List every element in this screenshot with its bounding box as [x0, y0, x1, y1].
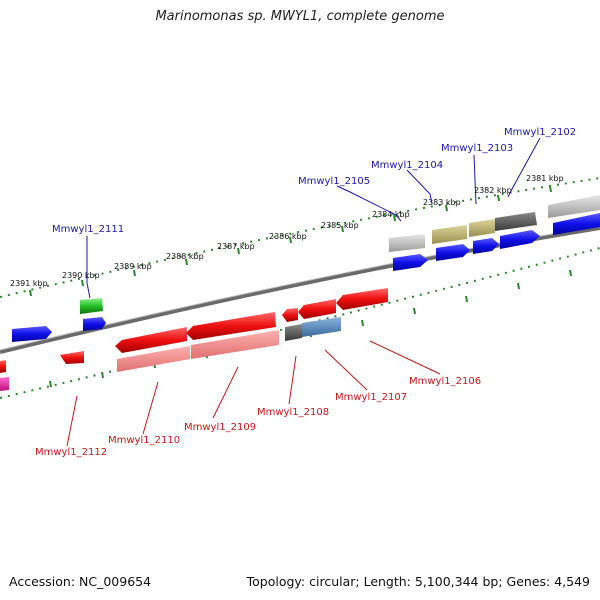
gene-arrow[interactable]: [393, 254, 428, 271]
gene-arrow[interactable]: [389, 234, 425, 252]
gene-arrow[interactable]: [285, 324, 302, 341]
gene-arrow[interactable]: [548, 195, 600, 218]
gene-arrow[interactable]: [117, 346, 190, 372]
kbp-label: 2389 kbp: [114, 262, 152, 271]
gene-arrow[interactable]: [0, 360, 6, 373]
plus-callouts: [86, 137, 541, 299]
gene-arrow[interactable]: [282, 308, 298, 322]
gene-arrow[interactable]: [115, 327, 187, 353]
gene-arrow[interactable]: [436, 244, 470, 261]
gene-arrow[interactable]: [298, 299, 336, 319]
kbp-label: 2390 kbp: [62, 271, 100, 280]
plus-gene-labels: Mmwyl1_2111 Mmwyl1_2105 Mmwyl1_2104 Mmwy…: [52, 127, 576, 235]
gene-arrow[interactable]: [495, 212, 537, 231]
gene-arrow[interactable]: [80, 298, 103, 314]
gene-arrow[interactable]: [469, 219, 495, 237]
major-ticks: [29, 185, 572, 388]
gene-arrow[interactable]: [83, 317, 106, 331]
gene-label[interactable]: Mmwyl1_2102: [504, 127, 576, 138]
gene-arrow[interactable]: [336, 288, 388, 310]
gene-arrow[interactable]: [60, 351, 84, 364]
minus-strand-genes: [0, 288, 388, 391]
genome-stats-text: Topology: circular; Length: 5,100,344 bp…: [246, 574, 590, 589]
gene-label[interactable]: Mmwyl1_2106: [409, 376, 481, 387]
minus-callouts: [66, 340, 441, 447]
gene-label[interactable]: Mmwyl1_2109: [184, 422, 256, 433]
kbp-label: 2387 kbp: [217, 242, 255, 251]
gene-label[interactable]: Mmwyl1_2107: [335, 392, 407, 403]
gene-arrow[interactable]: [186, 312, 276, 340]
map-title: Marinomonas sp. MWYL1, complete genome: [155, 9, 445, 24]
kbp-label: 2381 kbp: [526, 174, 564, 183]
gene-arrow[interactable]: [302, 317, 341, 337]
gene-label[interactable]: Mmwyl1_2103: [441, 143, 513, 154]
gene-label[interactable]: Mmwyl1_2111: [52, 224, 124, 235]
kbp-label: 2385 kbp: [321, 221, 359, 230]
gene-label[interactable]: Mmwyl1_2105: [298, 176, 370, 187]
gene-label[interactable]: Mmwyl1_2104: [371, 160, 443, 171]
kbp-label: 2383 kbp: [423, 198, 461, 207]
plus-strand-genes: [12, 195, 600, 342]
kbp-labels: 2391 kbp 2390 kbp 2389 kbp 2388 kbp 2387…: [10, 174, 564, 288]
gene-label[interactable]: Mmwyl1_2108: [257, 407, 329, 418]
gene-arrow[interactable]: [432, 225, 467, 244]
gene-arrow[interactable]: [500, 230, 540, 249]
kbp-label: 2382 kbp: [474, 186, 512, 195]
kbp-label: 2386 kbp: [269, 232, 307, 241]
gene-arrow[interactable]: [0, 377, 9, 391]
gene-label[interactable]: Mmwyl1_2112: [35, 447, 107, 458]
kbp-label: 2384 kbp: [372, 210, 410, 219]
accession-text: Accession: NC_009654: [9, 574, 152, 589]
gene-arrow[interactable]: [12, 326, 52, 342]
kbp-label: 2388 kbp: [166, 252, 204, 261]
gene-arrow[interactable]: [473, 238, 499, 254]
gene-arrow[interactable]: [553, 213, 600, 235]
kbp-label: 2391 kbp: [10, 279, 48, 288]
gene-label[interactable]: Mmwyl1_2110: [108, 435, 180, 446]
gene-arrow[interactable]: [191, 330, 279, 359]
minus-gene-labels: Mmwyl1_2112 Mmwyl1_2110 Mmwyl1_2109 Mmwy…: [35, 376, 481, 458]
